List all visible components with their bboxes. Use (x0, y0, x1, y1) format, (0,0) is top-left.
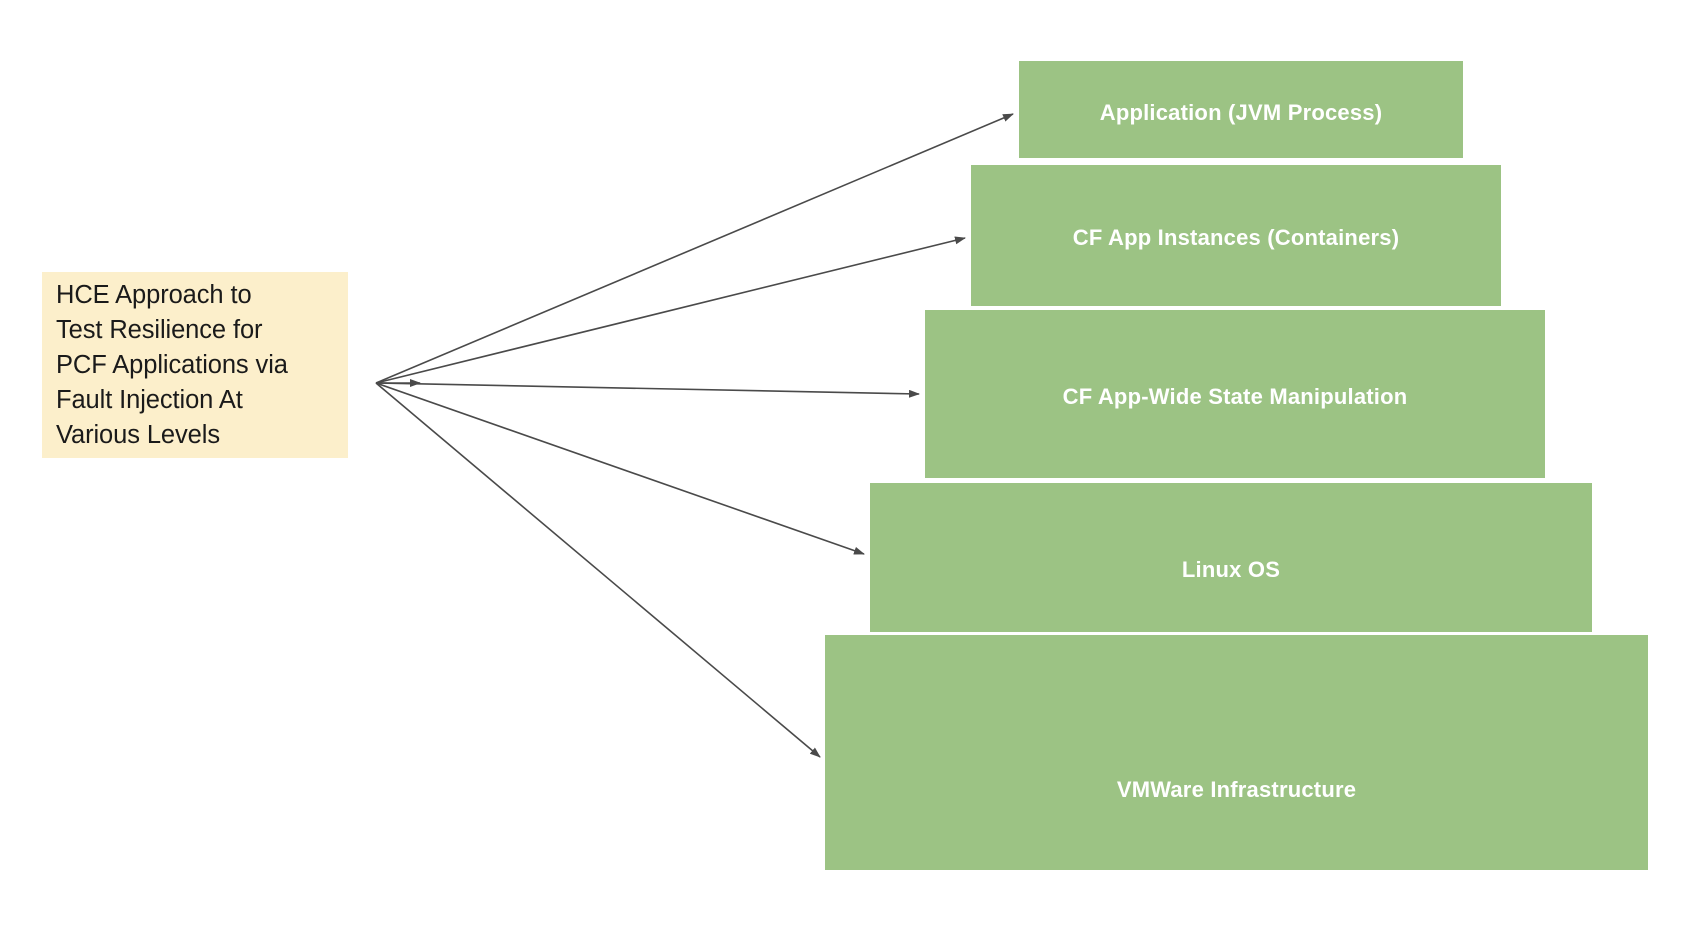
layer-node-cf-app-instances[interactable]: CF App Instances (Containers) (971, 165, 1501, 306)
layer-node-label: CF App-Wide State Manipulation (1062, 384, 1408, 409)
source-node[interactable]: HCE Approach to Test Resilience for PCF … (42, 272, 348, 458)
layer-node-label: VMWare Infrastructure (1116, 776, 1357, 802)
arrow-to-layer-0 (375, 113, 1014, 384)
layer-node-cf-app-wide-state[interactable]: CF App-Wide State Manipulation (925, 310, 1545, 478)
layer-node-vmware-infrastructure[interactable]: VMWare Infrastructure (825, 635, 1648, 870)
layer-node-label: Application (JVM Process) (1099, 99, 1383, 125)
layer-node-label: Linux OS (1181, 556, 1281, 582)
arrow-to-layer-3 (375, 382, 865, 555)
source-node-label: HCE Approach to Test Resilience for PCF … (56, 280, 288, 449)
layer-node-application[interactable]: Application (JVM Process) (1019, 61, 1463, 158)
layer-node-label: CF App Instances (Containers) (1072, 224, 1400, 250)
layer-node-linux-os[interactable]: Linux OS (870, 483, 1592, 632)
arrow-to-layer-4 (375, 382, 821, 758)
arrow-to-layer-1 (375, 236, 966, 384)
arrow-to-layer-2 (375, 382, 920, 398)
